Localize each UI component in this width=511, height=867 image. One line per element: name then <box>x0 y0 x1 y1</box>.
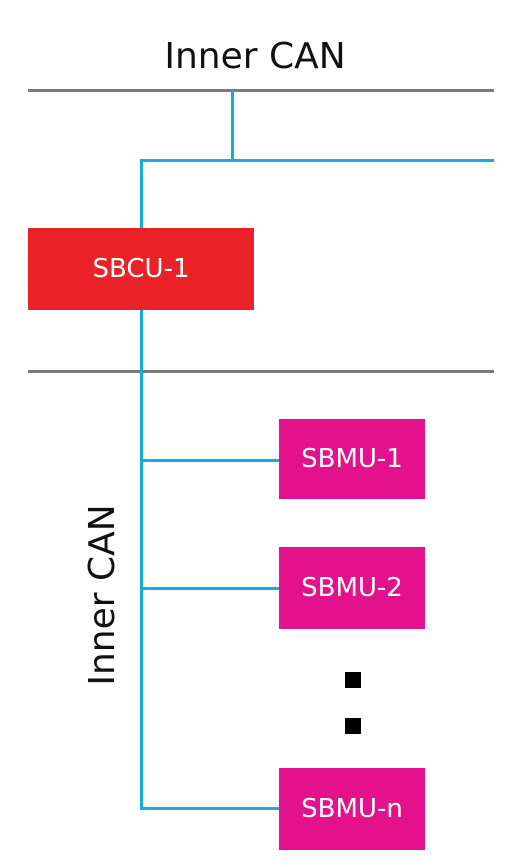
top-divider-line <box>28 89 494 92</box>
lower-bus-label: Inner CAN <box>82 504 123 686</box>
sbmu-n-box: SBMU-n <box>279 768 425 850</box>
lower-bus-trunk-line <box>140 310 143 810</box>
sbmu-n-label: SBMU-n <box>301 794 403 824</box>
sbmu-2-label: SBMU-2 <box>301 573 403 603</box>
sbmu-n-branch-line <box>140 807 280 810</box>
ellipsis-dot-lower <box>345 718 361 734</box>
middle-divider-line <box>28 370 494 373</box>
sbmu-2-branch-line <box>140 587 280 590</box>
sbcu-label: SBCU-1 <box>92 254 190 284</box>
top-bus-line <box>140 159 494 162</box>
sbmu-1-box: SBMU-1 <box>279 419 425 499</box>
top-bus-label: Inner CAN <box>164 36 346 77</box>
sbmu-1-branch-line <box>140 459 280 462</box>
sbcu-connector-line <box>140 159 143 229</box>
sbcu-box: SBCU-1 <box>28 228 254 310</box>
sbmu-2-box: SBMU-2 <box>279 547 425 629</box>
ellipsis-dot-upper <box>345 672 361 688</box>
top-bus-drop-line <box>231 90 234 161</box>
sbmu-1-label: SBMU-1 <box>301 444 403 474</box>
